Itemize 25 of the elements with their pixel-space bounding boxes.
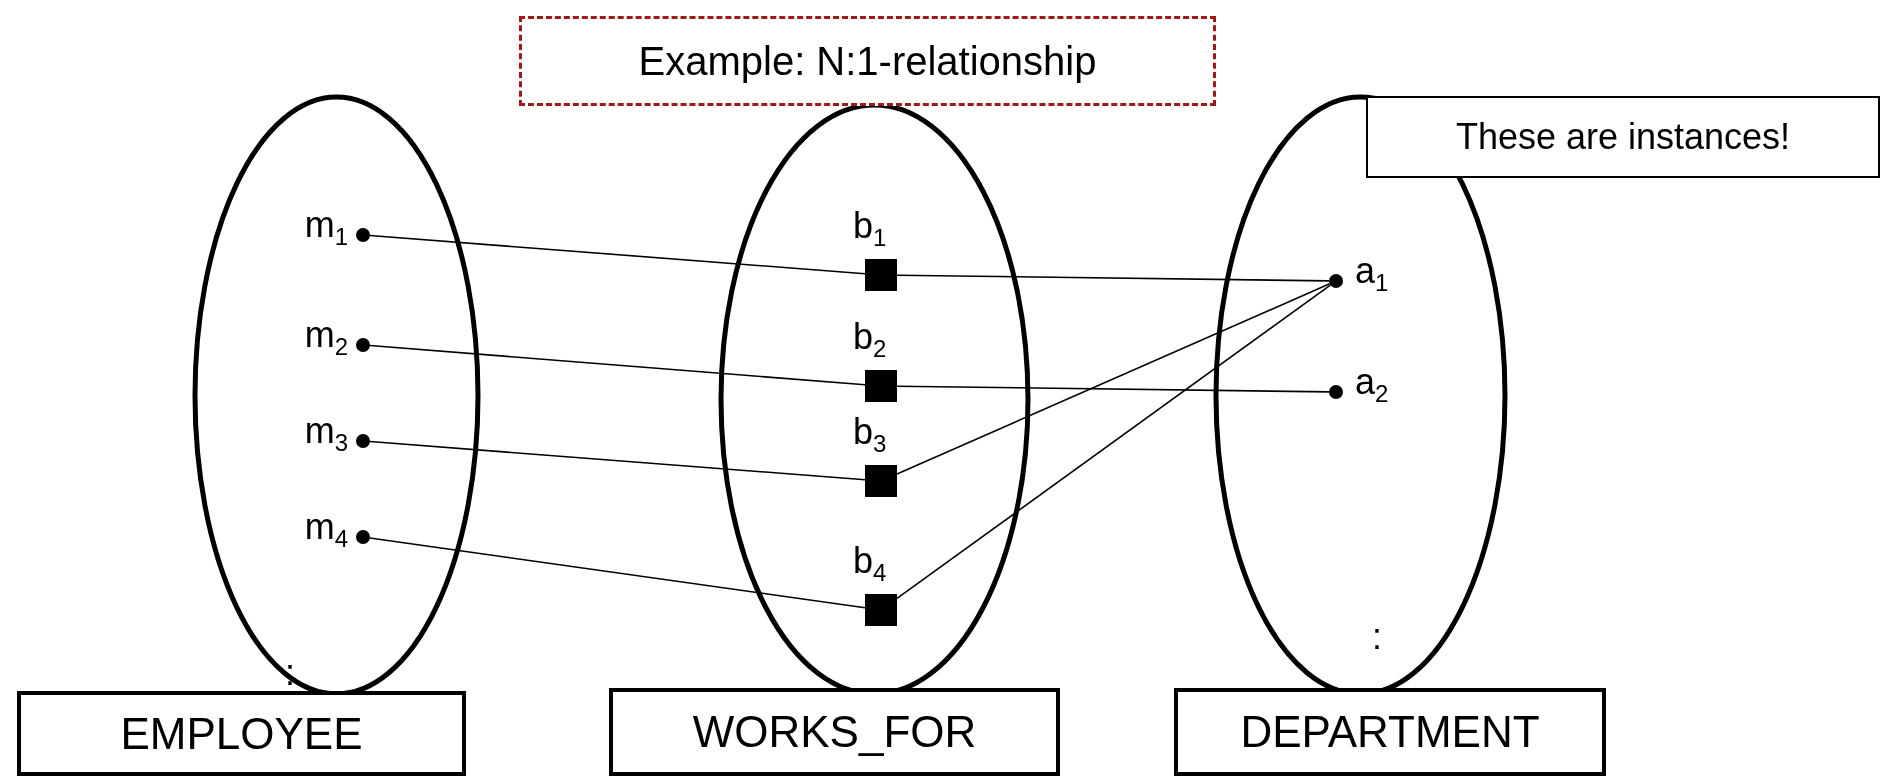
note-box: These are instances! [1366, 96, 1880, 178]
connector-line [369, 344, 866, 386]
ellipsis-text: : [285, 655, 295, 691]
instance-label: a$_{1}$ [1355, 253, 1389, 296]
instance-label: m$_{2}$ [304, 317, 348, 360]
instance-label: a$_{2}$ [1355, 364, 1389, 407]
instance-label: m$_{4}$ [304, 509, 348, 552]
title-box: Example: N:1-relationship [519, 16, 1216, 106]
ellipsis-text: : [1372, 619, 1382, 655]
connector-line [896, 385, 1330, 393]
instance-label: b$_{2}$ [853, 319, 887, 362]
instance-label: b$_{3}$ [853, 414, 887, 457]
connector-line [369, 537, 866, 609]
connector-line [896, 274, 1330, 282]
entity-box: EMPLOYEE [17, 691, 466, 776]
connector-line [369, 440, 866, 481]
connector-line [896, 283, 1331, 475]
instance-label: m$_{3}$ [304, 413, 348, 456]
connector-line [369, 234, 866, 275]
entity-box: DEPARTMENT [1174, 688, 1606, 776]
instance-label: b$_{1}$ [853, 208, 887, 251]
entity-box: WORKS_FOR [609, 688, 1060, 776]
instance-label: m$_{1}$ [304, 207, 348, 250]
instance-label: b$_{4}$ [853, 543, 887, 586]
connector-line [896, 284, 1332, 600]
